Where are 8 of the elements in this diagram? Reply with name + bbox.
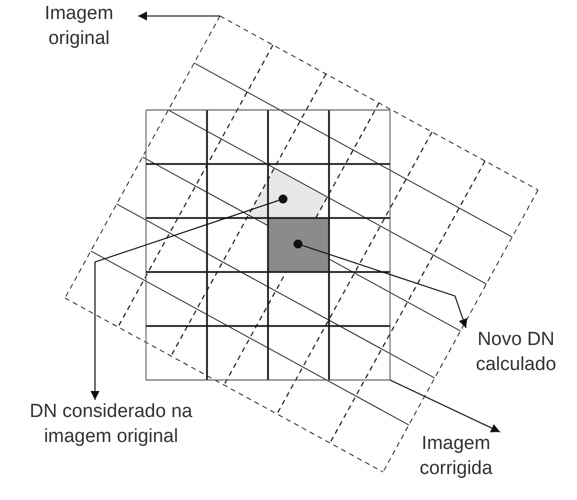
leader-arrow: [302, 244, 468, 328]
callout-label: Imagem original: [44, 3, 114, 49]
callout-label: Imagem corrigida: [420, 433, 492, 479]
callout-label: DN considerado na imagem original: [30, 401, 192, 447]
callout-label: Novo DN calculado: [476, 329, 556, 375]
leader-arrow: [138, 12, 220, 20]
leader-arrow: [390, 380, 500, 432]
leader-arrow: [90, 200, 279, 400]
